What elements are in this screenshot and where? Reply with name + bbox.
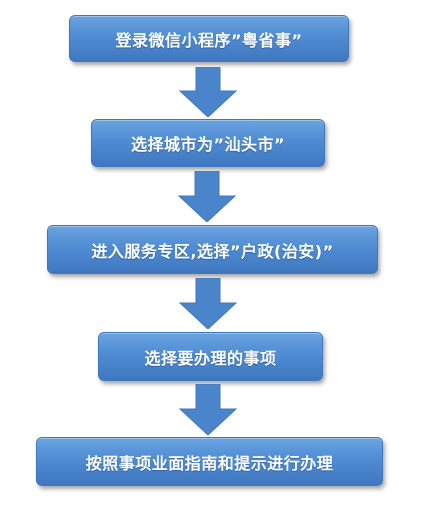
step-box-enter-service-zone: 进入服务专区,选择”户政(治安)” <box>47 225 378 274</box>
step-box-login-mini-program: 登录微信小程序”粤省事” <box>69 15 349 62</box>
step-label: 登录微信小程序”粤省事” <box>115 30 303 50</box>
down-arrow-icon <box>178 278 238 329</box>
step-box-follow-guide: 按照事项业面指南和提示进行办理 <box>36 437 383 486</box>
step-label: 按照事项业面指南和提示进行办理 <box>85 453 334 473</box>
step-box-select-item: 选择要办理的事项 <box>98 332 323 381</box>
down-arrow-icon <box>177 171 237 222</box>
down-arrow-icon <box>178 67 238 117</box>
step-label: 选择城市为”汕头市” <box>130 135 286 154</box>
step-label: 进入服务专区,选择”户政(治安)” <box>91 241 334 261</box>
down-arrow-icon <box>178 384 238 435</box>
step-box-select-city: 选择城市为”汕头市” <box>91 119 325 167</box>
step-label: 选择要办理的事项 <box>144 348 277 368</box>
